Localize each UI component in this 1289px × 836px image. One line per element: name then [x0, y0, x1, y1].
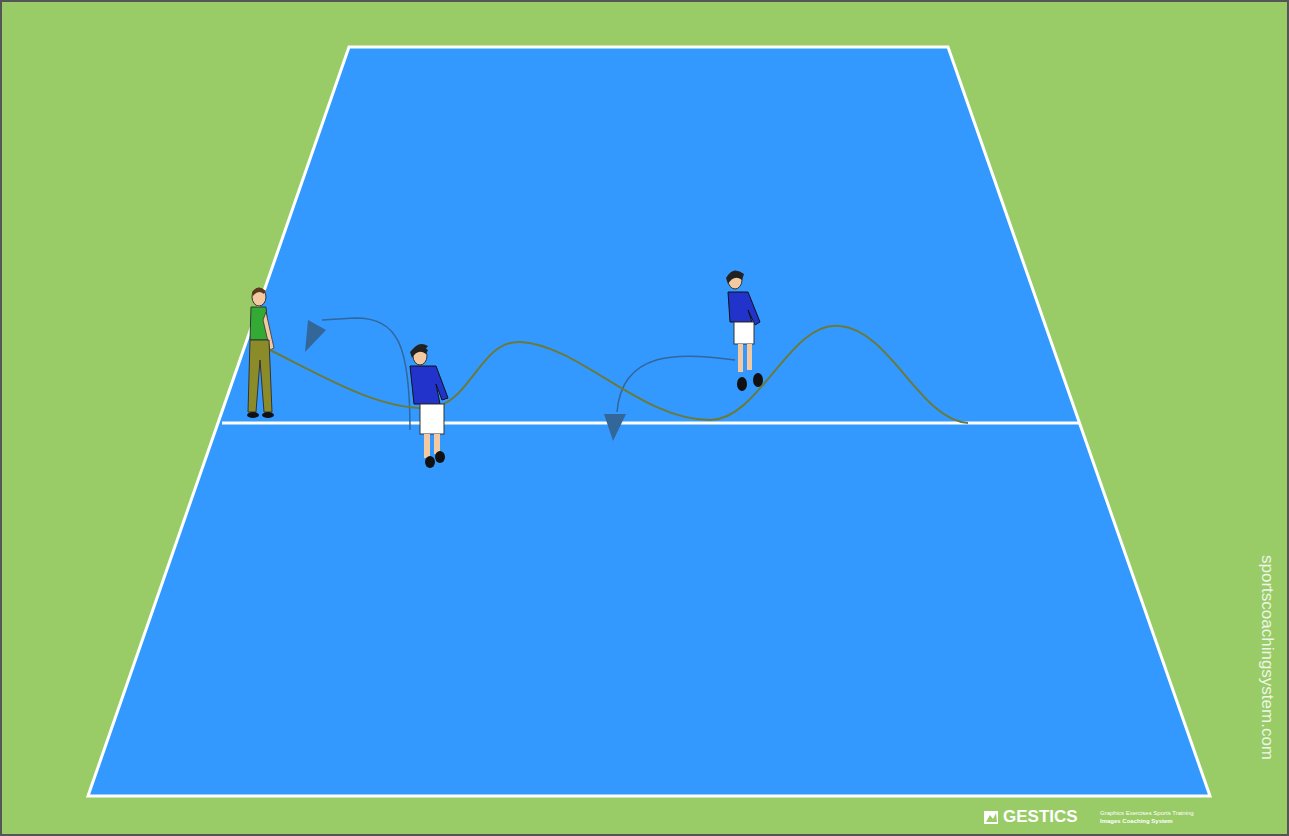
player-figure: [726, 271, 763, 391]
logo-text: GESTICS: [1003, 808, 1078, 825]
logo-mark-detail: [986, 813, 997, 822]
logo-tagline: Graphics Exercises Sports Training: [1100, 810, 1194, 816]
logo-mark: [984, 811, 998, 824]
court: [88, 47, 1210, 796]
coach-figure: [247, 288, 274, 418]
player-figure: [410, 344, 448, 468]
arrow-head: [305, 320, 326, 352]
jump-rope: [270, 326, 968, 423]
arrow-head: [604, 414, 626, 441]
watermark: sportscoachingsystem.com: [1259, 555, 1276, 760]
logo-tagline: Images Coaching System: [1100, 818, 1173, 824]
movement-arrow: [617, 356, 735, 412]
movement-arrow: [322, 318, 410, 430]
center-line: [222, 422, 1080, 425]
